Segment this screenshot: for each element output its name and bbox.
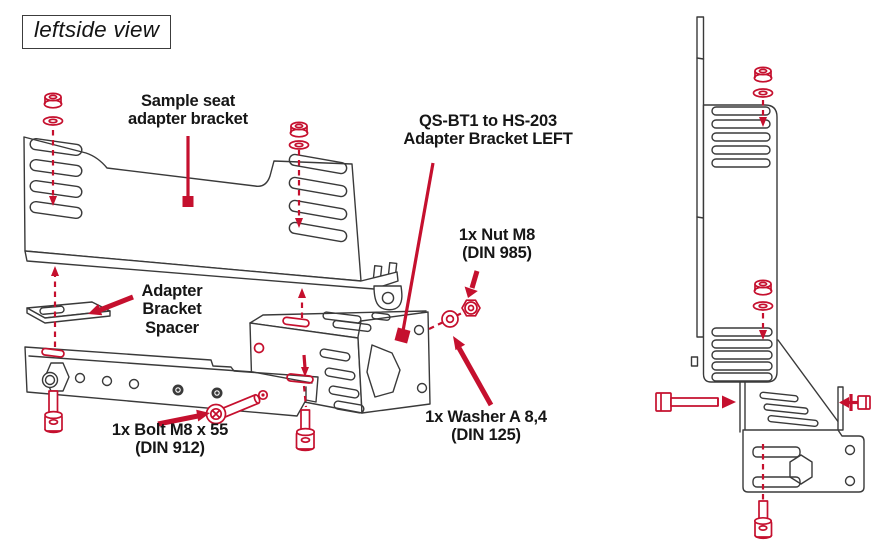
washer-icon bbox=[441, 310, 459, 328]
callout-arrow-nut bbox=[464, 270, 480, 298]
callout-adapter-bracket-left: QS-BT1 to HS-203 Adapter Bracket LEFT bbox=[403, 112, 573, 149]
leftside-view-assembled-drawing bbox=[690, 16, 865, 493]
callout-leader-adapter-bracket bbox=[394, 162, 435, 344]
callout-leader-sample-seat bbox=[182, 136, 194, 207]
fastener-hole-highlights bbox=[41, 316, 314, 384]
view-title-label: leftside view bbox=[34, 17, 160, 42]
assembly-dashed-lines bbox=[759, 100, 767, 500]
callout-washer-a84: 1x Washer A 8,4 (DIN 125) bbox=[425, 408, 547, 445]
bolt-icon bbox=[295, 409, 316, 452]
bolt-icon bbox=[839, 394, 871, 411]
sample-seat-bracket-drawing bbox=[23, 136, 399, 290]
callout-sample-seat-bracket: Sample seat adapter bracket bbox=[128, 92, 248, 129]
nut-washer-icon bbox=[42, 92, 64, 126]
bolt-icon bbox=[753, 500, 773, 540]
bolt-icon bbox=[44, 390, 63, 434]
callout-arrow-washer bbox=[453, 336, 494, 407]
nut-icon bbox=[461, 299, 481, 317]
callout-arrow-bolt bbox=[157, 409, 210, 427]
callout-adapter-bracket-spacer: Adapter Bracket Spacer bbox=[141, 282, 203, 337]
nut-washer-icon bbox=[288, 121, 310, 150]
callout-nut-m8: 1x Nut M8 (DIN 985) bbox=[458, 226, 536, 263]
nut-washer-icon bbox=[752, 279, 774, 311]
adapter-bracket-spacer-drawing bbox=[26, 301, 111, 324]
nut-washer-icon bbox=[752, 66, 774, 98]
callout-arrow-spacer bbox=[88, 294, 134, 316]
callout-bolt-m8x55: 1x Bolt M8 x 55 (DIN 912) bbox=[111, 421, 229, 458]
view-title-box: leftside view bbox=[22, 15, 172, 49]
bolt-icon bbox=[655, 392, 736, 412]
hinge-tab-drawing bbox=[373, 285, 403, 311]
